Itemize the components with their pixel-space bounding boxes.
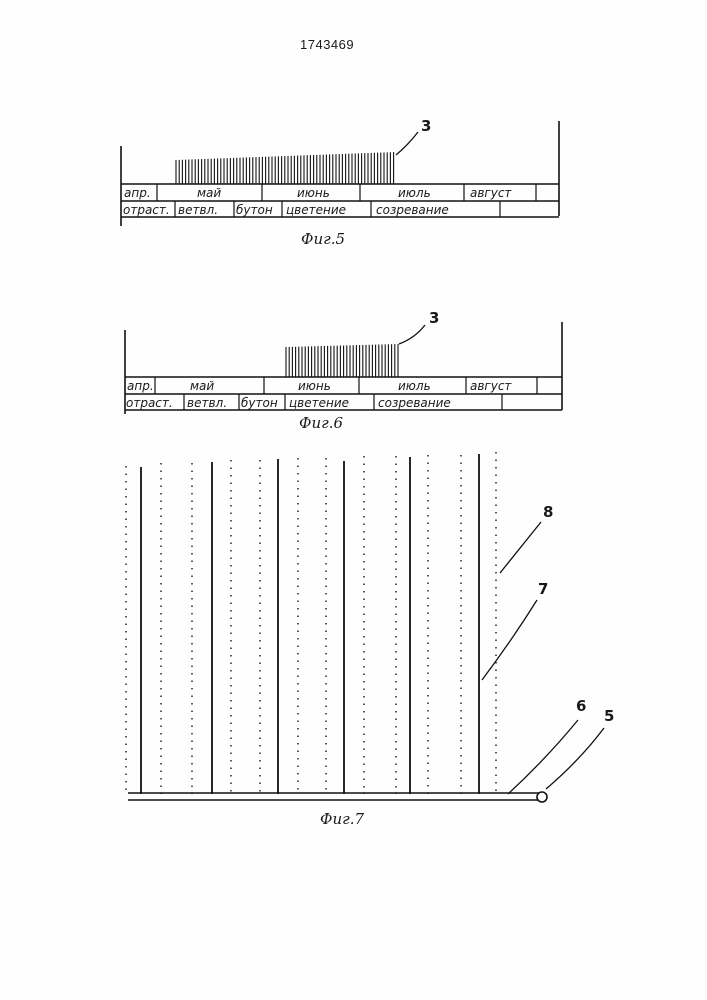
fig7-ref-label-6: 6 bbox=[576, 697, 586, 715]
fig7-leader-7 bbox=[482, 600, 537, 680]
fig7-dotted-lines bbox=[126, 452, 496, 794]
fig7-solid-lines bbox=[141, 454, 479, 794]
fig7-caption: Фиг.7 bbox=[320, 810, 364, 828]
fig7-leader-5 bbox=[546, 728, 604, 789]
fig7-leader-8 bbox=[500, 522, 541, 573]
fig7-leader-6 bbox=[508, 720, 578, 794]
fig7-ref-label-7: 7 bbox=[538, 580, 548, 598]
fig7-ref-label-8: 8 bbox=[543, 503, 553, 521]
fig7-ref-label-5: 5 bbox=[604, 707, 614, 725]
fig7-end-node bbox=[537, 792, 547, 802]
